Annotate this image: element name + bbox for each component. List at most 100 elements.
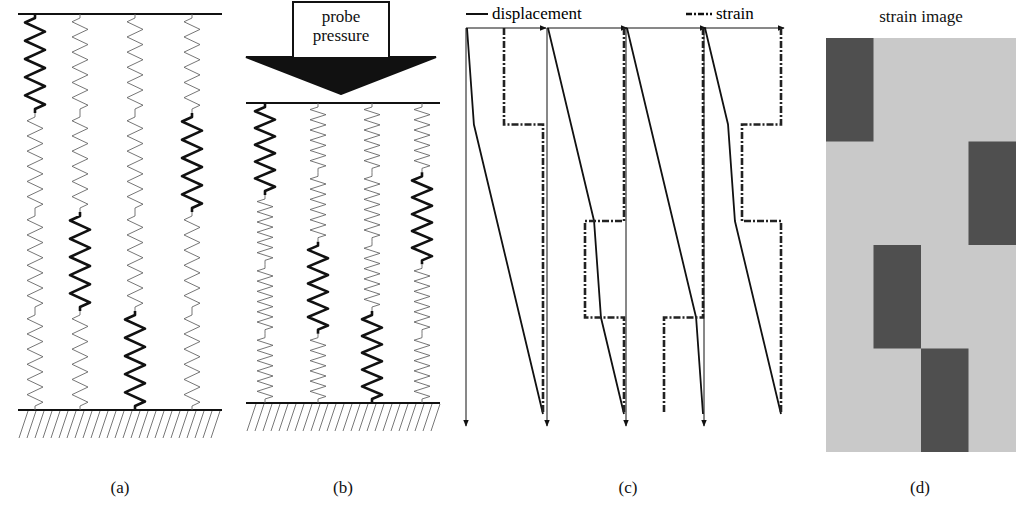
top-plate [18,13,222,15]
ground-hatch [75,411,84,438]
ground-hatch [163,411,172,438]
ground-hatch [311,404,320,431]
stiff-spring [362,311,382,403]
strain-curve [664,28,703,414]
panel-c [466,28,784,426]
stiff-region [921,349,969,453]
soft-spring [310,334,326,403]
ground-hatch [147,411,156,438]
displacement-curve [705,28,781,414]
strain-curve [504,28,543,414]
ground-hatch [203,411,212,438]
ground-hatch [247,404,256,431]
displacement-curve [627,28,703,414]
arrow-shaft [246,2,436,94]
stiff-region [874,245,922,349]
ground-hatch [51,411,60,438]
panel-d [826,38,1016,452]
ground-hatch [415,404,424,431]
soft-spring [257,334,273,403]
soft-spring [127,14,143,113]
ground-hatch [255,404,264,431]
ground-hatch [351,404,360,431]
soft-spring [364,172,380,241]
ground-hatch [295,404,304,431]
displacement-curve [548,28,624,414]
soft-spring [27,311,43,410]
axis [547,28,627,29]
ground-hatch [83,411,92,438]
ground-hatch [287,404,296,431]
ground-hatch [131,411,140,438]
stiff-spring [255,103,275,195]
axis [626,28,706,29]
legend-sample [686,7,712,21]
strain-curve [585,28,624,414]
panel-letter: (c) [619,478,638,498]
soft-spring [184,212,200,311]
stiff-spring [25,14,45,113]
ground-hatch [19,411,28,438]
ground-hatch [59,411,68,438]
ground-hatch [271,404,280,431]
soft-spring [184,14,200,113]
ground-hatch [123,411,132,438]
legend-sample [466,7,488,21]
panel-title: strain image [879,7,963,27]
soft-spring [364,242,380,311]
axis [466,28,546,29]
ground-hatch [107,411,116,438]
soft-spring [364,103,380,172]
axis [547,28,548,426]
stiff-region [969,142,1016,246]
ground-hatch [263,404,272,431]
soft-spring [257,264,273,333]
ground-hatch [367,404,376,431]
panel-a [18,14,222,438]
panel-b [246,103,440,431]
stiff-spring [125,311,145,410]
ground-hatch [319,404,328,431]
ground-hatch [99,411,108,438]
soft-spring [414,334,430,403]
ground-hatch [67,411,76,438]
soft-spring [127,212,143,311]
soft-spring [184,311,200,410]
soft-spring [27,113,43,212]
stiff-spring [308,242,328,334]
ground-hatch [327,404,336,431]
axis [704,28,705,426]
ground-hatch [383,404,392,431]
soft-spring [72,311,88,410]
soft-spring [414,103,430,172]
ground-hatch [43,411,52,438]
stiff-spring [70,212,90,311]
stiff-region [826,38,874,142]
soft-spring [257,195,273,264]
ground-hatch [187,411,196,438]
ground-hatch [359,404,368,431]
soft-spring [310,172,326,241]
displacement-curve [467,28,543,414]
panel-letter: (a) [111,478,130,498]
axis [704,28,784,29]
ground-hatch [179,411,188,438]
top-plate [246,102,440,104]
ground-hatch [431,404,440,431]
base-plate [246,402,440,404]
ground-hatch [335,404,344,431]
ground-hatch [399,404,408,431]
soft-spring [27,212,43,311]
soft-spring [127,113,143,212]
legend-text: displacement [492,4,582,24]
axis [466,28,467,426]
ground-hatch [195,411,204,438]
panel-letter: (d) [910,478,930,498]
legend-entry: strain [686,4,754,24]
probe-arrow: probe pressure [245,1,437,95]
ground-hatch [303,404,312,431]
ground-hatch [279,404,288,431]
axis [626,28,627,426]
ground-hatch [139,411,148,438]
